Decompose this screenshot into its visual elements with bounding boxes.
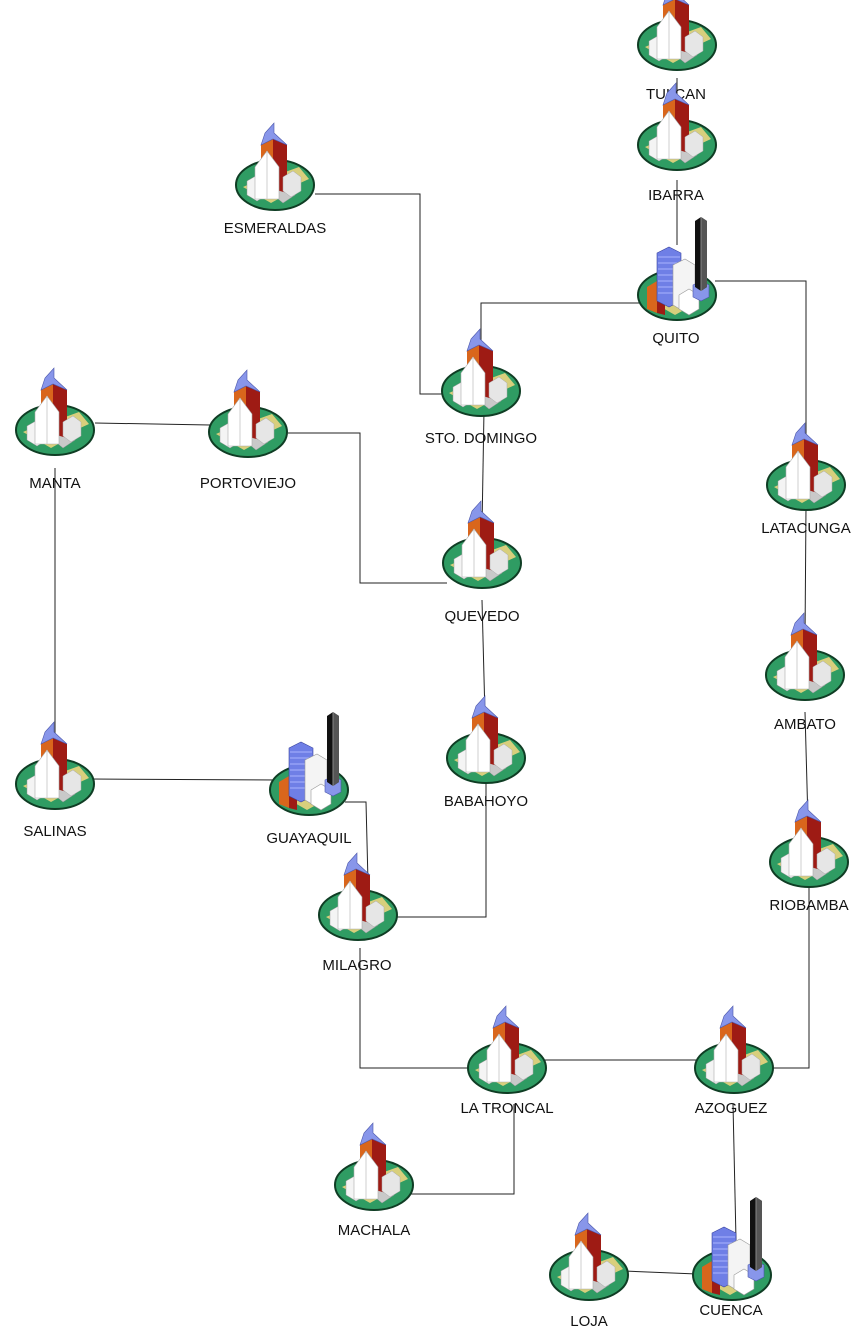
city-building-icon bbox=[446, 695, 526, 784]
link-riobamba-to-azoguez bbox=[770, 888, 810, 1069]
city-building-icon bbox=[637, 82, 717, 171]
city-node-manta bbox=[15, 367, 95, 456]
city-node-cuenca bbox=[692, 1197, 772, 1301]
city-node-la-troncal bbox=[467, 1005, 547, 1094]
city-node-quito bbox=[637, 217, 717, 321]
city-label-manta: MANTA bbox=[29, 475, 80, 492]
city-node-azoguez bbox=[694, 1005, 774, 1094]
city-label-babahoyo: BABAHOYO bbox=[444, 793, 528, 810]
city-label-ibarra: IBARRA bbox=[648, 187, 704, 204]
city-node-salinas bbox=[15, 721, 95, 810]
link-manta-to-portoviejo bbox=[94, 422, 211, 426]
city-building-icon bbox=[441, 328, 521, 417]
link-portoviejo-to-quevedo bbox=[288, 432, 447, 584]
link-esmeraldas-to-sto-domingo bbox=[315, 193, 458, 395]
city-label-portoviejo: PORTOVIEJO bbox=[200, 475, 296, 492]
city-label-guayaquil: GUAYAQUIL bbox=[266, 830, 351, 847]
city-building-icon bbox=[637, 0, 717, 71]
city-label-salinas: SALINAS bbox=[23, 823, 86, 840]
city-node-quevedo bbox=[442, 500, 522, 589]
metro-building-icon bbox=[637, 217, 717, 321]
link-quito-to-latacunga bbox=[715, 280, 807, 443]
city-node-latacunga bbox=[766, 422, 846, 511]
city-building-icon bbox=[208, 369, 288, 458]
metro-building-icon bbox=[269, 712, 349, 816]
city-node-milagro bbox=[318, 852, 398, 941]
city-node-esmeraldas bbox=[235, 122, 315, 211]
city-node-portoviejo bbox=[208, 369, 288, 458]
link-milagro-to-la-troncal bbox=[359, 948, 472, 1069]
city-building-icon bbox=[467, 1005, 547, 1094]
link-quito-to-sto-domingo bbox=[480, 302, 640, 355]
city-building-icon bbox=[15, 367, 95, 456]
metro-building-icon bbox=[692, 1197, 772, 1301]
city-label-machala: MACHALA bbox=[338, 1222, 411, 1239]
connection-lines bbox=[54, 78, 810, 1275]
city-building-icon bbox=[235, 122, 315, 211]
link-sto-domingo-to-quevedo bbox=[481, 409, 485, 529]
city-building-icon bbox=[442, 500, 522, 589]
city-building-icon bbox=[15, 721, 95, 810]
link-babahoyo-to-milagro bbox=[392, 780, 487, 918]
city-label-azoguez: AZOGUEZ bbox=[695, 1100, 768, 1117]
city-building-icon bbox=[318, 852, 398, 941]
city-node-riobamba bbox=[769, 799, 849, 888]
city-label-cuenca: CUENCA bbox=[699, 1302, 762, 1319]
city-node-guayaquil bbox=[269, 712, 349, 816]
city-label-latacunga: LATACUNGA bbox=[761, 520, 850, 537]
city-label-sto-domingo: STO. DOMINGO bbox=[425, 430, 537, 447]
city-node-ibarra bbox=[637, 82, 717, 171]
link-loja-to-cuenca bbox=[623, 1270, 698, 1275]
city-node-machala bbox=[334, 1122, 414, 1211]
city-building-icon bbox=[765, 612, 845, 701]
city-label-esmeraldas: ESMERALDAS bbox=[224, 220, 327, 237]
link-guayaquil-to-milagro bbox=[345, 801, 369, 883]
city-node-tulcan bbox=[637, 0, 717, 71]
city-building-icon bbox=[766, 422, 846, 511]
city-node-babahoyo bbox=[446, 695, 526, 784]
city-node-ambato bbox=[765, 612, 845, 701]
city-building-icon bbox=[694, 1005, 774, 1094]
city-label-loja: LOJA bbox=[570, 1313, 608, 1330]
link-la-troncal-to-machala bbox=[410, 1104, 515, 1195]
link-azoguez-to-cuenca bbox=[732, 1103, 737, 1241]
link-latacunga-to-ambato bbox=[804, 505, 807, 641]
city-label-ambato: AMBATO bbox=[774, 716, 836, 733]
city-node-loja bbox=[549, 1212, 629, 1301]
city-building-icon bbox=[769, 799, 849, 888]
city-nodes: TULCANIBARRAQUITOESMERALDASSTO. DOMINGOM… bbox=[15, 0, 851, 1330]
city-node-sto-domingo bbox=[441, 328, 521, 417]
city-building-icon bbox=[334, 1122, 414, 1211]
city-label-quevedo: QUEVEDO bbox=[444, 608, 519, 625]
link-salinas-to-guayaquil bbox=[89, 778, 281, 781]
city-building-icon bbox=[549, 1212, 629, 1301]
city-label-quito: QUITO bbox=[652, 330, 699, 347]
city-label-la-troncal: LA TRONCAL bbox=[460, 1100, 553, 1117]
city-label-milagro: MILAGRO bbox=[322, 957, 391, 974]
city-label-riobamba: RIOBAMBA bbox=[769, 897, 848, 914]
